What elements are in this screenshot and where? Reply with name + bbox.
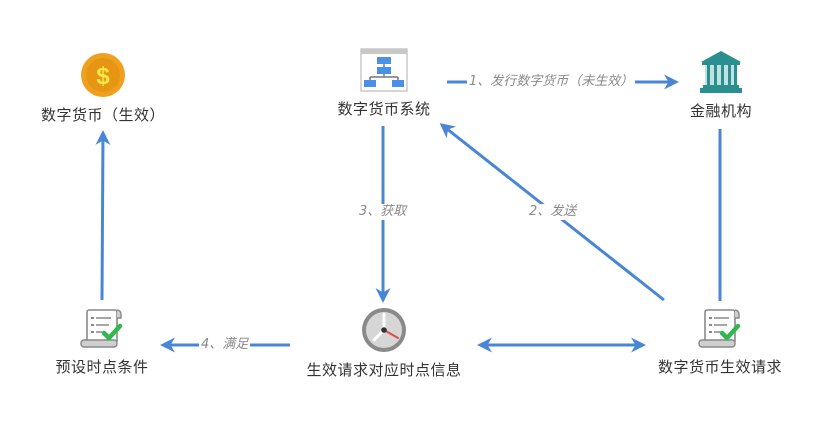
- node-request-time-info[interactable]: 生效请求对应时点信息: [296, 307, 472, 380]
- node-currency-activation-request[interactable]: 数字货币生效请求: [646, 308, 794, 377]
- edge-label-fetch: 3、获取: [357, 204, 409, 220]
- node-label: 生效请求对应时点信息: [306, 361, 462, 379]
- node-financial-institution[interactable]: 金融机构: [680, 50, 762, 121]
- node-label: 数字货币（生效）: [40, 106, 165, 124]
- coin-dollar-icon: $: [81, 53, 125, 97]
- clock-icon: [362, 308, 406, 352]
- checklist-scroll-icon: [80, 309, 123, 348]
- bank-icon: [700, 51, 742, 93]
- checklist-scroll-icon: [698, 309, 741, 348]
- edge-label-send: 2、发送: [527, 204, 579, 220]
- node-digital-currency-active[interactable]: $ 数字货币（生效）: [22, 52, 184, 125]
- node-digital-currency-system[interactable]: 数字货币系统: [320, 48, 448, 119]
- svg-text:$: $: [96, 63, 110, 90]
- flowchart-icon: [360, 48, 408, 92]
- edge-label-issue: 1、发行数字货币（未生效）: [467, 74, 636, 90]
- node-label: 预设时点条件: [55, 358, 149, 376]
- node-label: 数字货币系统: [337, 100, 431, 118]
- node-label: 金融机构: [689, 102, 752, 120]
- edge-activate-arrow: [95, 130, 111, 301]
- node-label: 数字货币生效请求: [657, 358, 782, 376]
- edge-label-satisfy: 4、满足: [199, 337, 251, 353]
- node-preset-time-condition[interactable]: 预设时点条件: [42, 308, 162, 377]
